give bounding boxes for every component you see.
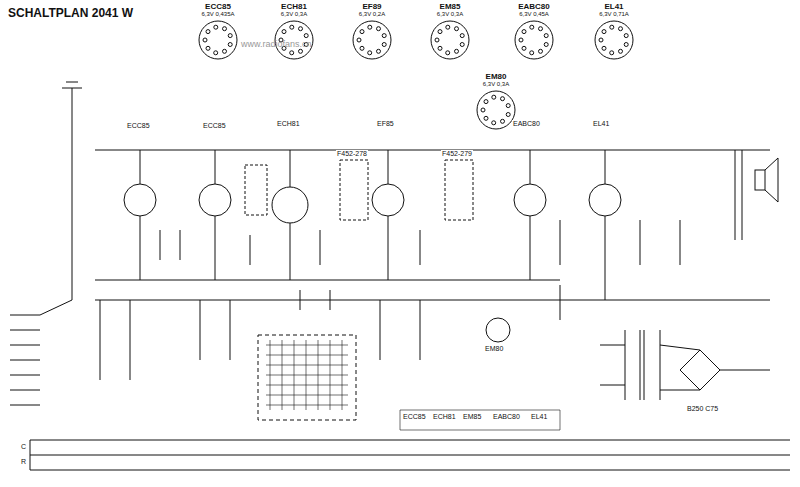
heater-rating: 6,3V 0,71A	[599, 11, 629, 18]
watermark: www.radiofans.cn	[240, 40, 313, 48]
heater-rating: 6,3V 0,3A	[483, 81, 509, 88]
tube-name: EL41	[604, 2, 623, 11]
part-label: F452-278	[336, 150, 368, 158]
tube-name: EM85	[440, 2, 461, 11]
part-label: ECC85	[202, 122, 227, 130]
tube-base-diagram: EABC806,3V 0,45A	[512, 2, 556, 62]
tube-base-diagram: ECC856,3V 0,435A	[196, 2, 240, 62]
tube-socket	[512, 18, 556, 62]
tube-name: ECH81	[281, 2, 307, 11]
part-label: EABC80	[512, 120, 541, 128]
tube-base-diagram: EF896,3V 0,2A	[350, 2, 394, 62]
part-label: ECH81	[276, 120, 301, 128]
part-label: ECH81	[432, 413, 457, 421]
heater-rating: 6,3V 0,435A	[201, 11, 234, 18]
tube-base-diagram: ECH816,3V 0,3A	[272, 2, 316, 62]
tube-name: ECC85	[205, 2, 231, 11]
part-label: ECC85	[126, 122, 151, 130]
tube-base-diagram: EM856,3V 0,3A	[428, 2, 472, 62]
tube-name: EABC80	[518, 2, 550, 11]
tube-socket	[196, 18, 240, 62]
part-label: C	[20, 443, 27, 451]
part-label: R	[20, 458, 27, 466]
tube-name: EM80	[486, 72, 507, 81]
tube-name: EF89	[362, 2, 381, 11]
part-label: EM80	[484, 345, 504, 353]
tube-socket	[428, 18, 472, 62]
part-label: F452-279	[441, 150, 473, 158]
part-label: EM85	[462, 413, 482, 421]
part-label: B250 C75	[686, 405, 719, 413]
heater-rating: 6,3V 0,3A	[281, 11, 307, 18]
part-label: EF85	[376, 120, 395, 128]
tube-socket	[350, 18, 394, 62]
part-label: EABC80	[492, 413, 521, 421]
part-label: ECC85	[402, 413, 427, 421]
tube-socket	[592, 18, 636, 62]
heater-rating: 6,3V 0,3A	[437, 11, 463, 18]
part-label: EL41	[592, 120, 610, 128]
diagram-title: SCHALTPLAN 2041 W	[8, 6, 133, 20]
tube-base-diagram: EL416,3V 0,71A	[592, 2, 636, 62]
part-label: EL41	[530, 413, 548, 421]
heater-rating: 6,3V 0,2A	[359, 11, 385, 18]
heater-rating: 6,3V 0,45A	[519, 11, 549, 18]
